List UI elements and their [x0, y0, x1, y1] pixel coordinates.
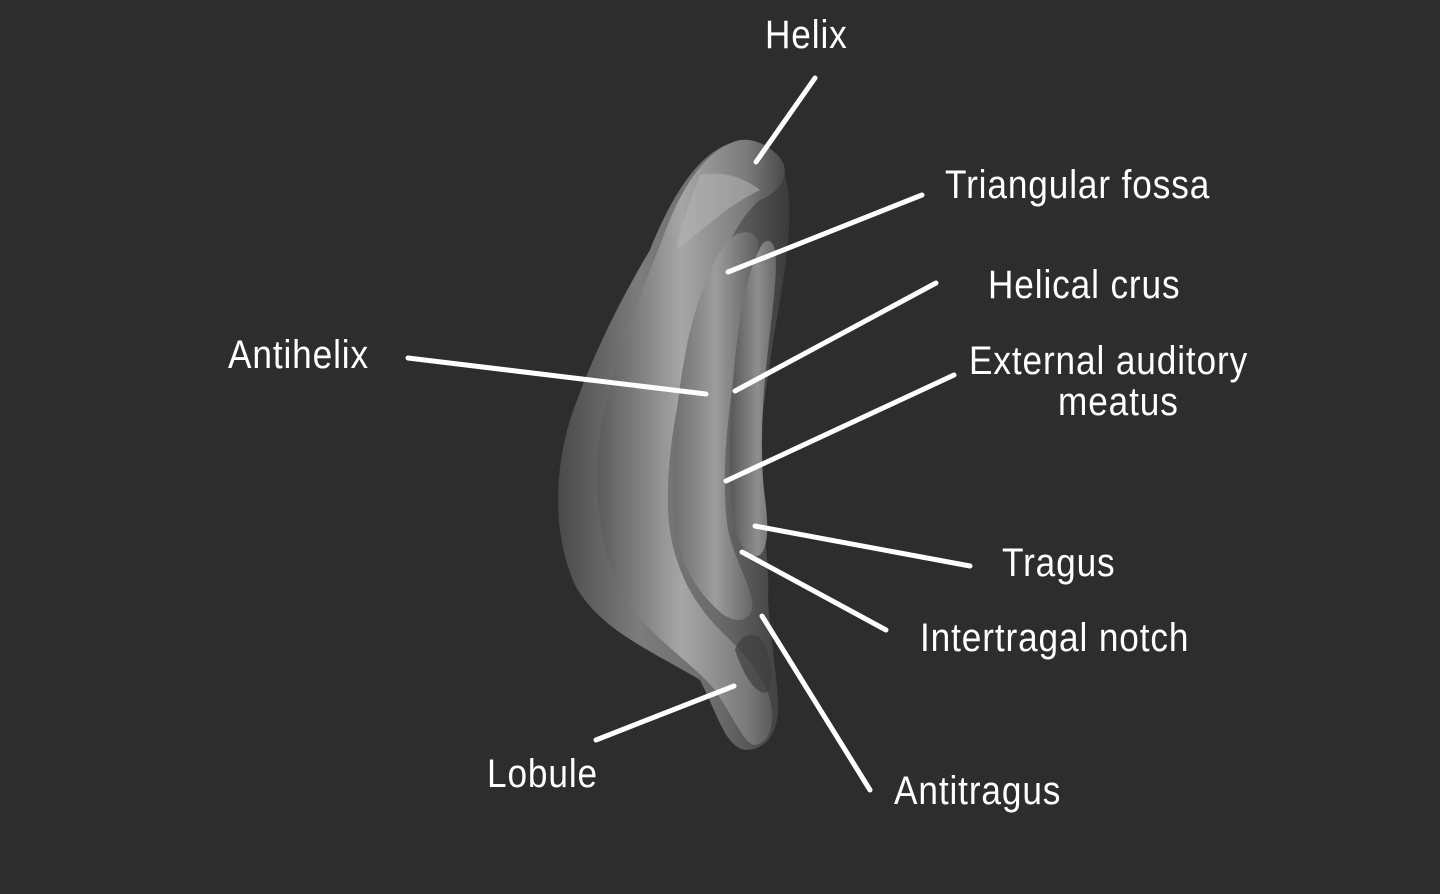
label-antihelix: Antihelix [228, 333, 369, 377]
label-helix: Helix [765, 13, 848, 57]
leader-line-external-auditory-meatus [723, 372, 957, 484]
ear-shadow-lobule [735, 634, 773, 693]
ear-antihelix-ridge [672, 232, 759, 621]
leader-line-tragus [752, 523, 973, 569]
ear-highlight-top [676, 173, 760, 250]
leader-line-helix [753, 75, 818, 165]
ear-helix-rim [597, 139, 785, 745]
label-triangular-fossa: Triangular fossa [945, 163, 1211, 207]
leader-lines [405, 75, 973, 793]
leader-line-antitragus [759, 613, 873, 793]
leader-line-lobule [593, 683, 737, 743]
label-antitragus: Antitragus [894, 769, 1062, 813]
label-tragus: Tragus [1002, 541, 1116, 585]
ear-concha [729, 240, 776, 556]
label-external-auditory-meatus-line2: meatus [1058, 380, 1179, 424]
label-lobule: Lobule [487, 752, 598, 796]
label-helical-crus: Helical crus [988, 263, 1181, 307]
leader-line-helical-crus [732, 280, 939, 394]
label-external-auditory-meatus-line1: External auditory [969, 339, 1249, 383]
label-intertragal-notch: Intertragal notch [920, 616, 1190, 660]
ear-illustration [558, 139, 790, 751]
leader-line-intertragal-notch [739, 549, 889, 633]
leader-line-triangular-fossa [725, 192, 925, 275]
leader-line-antihelix [405, 355, 709, 397]
